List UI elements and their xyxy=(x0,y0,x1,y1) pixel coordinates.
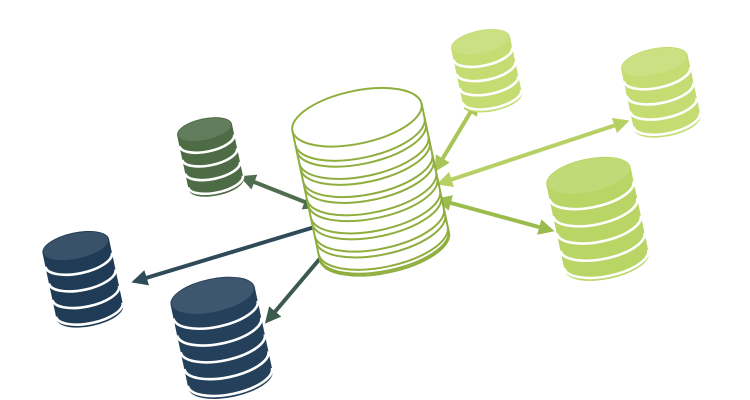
database-icon-db-top-right xyxy=(621,46,702,138)
database-icon-db-right-large xyxy=(546,156,650,281)
database-icon-db-bottom-left xyxy=(170,276,274,399)
connection-arrow-db-right-large xyxy=(435,195,555,235)
database-icon-db-left-navy xyxy=(42,230,124,328)
database-icon-db-top-mid xyxy=(451,29,523,113)
connection-arrow-db-left-green xyxy=(239,174,320,210)
connection-arrow-db-top-right xyxy=(436,117,630,188)
database-icon-db-left-green xyxy=(177,117,245,197)
connection-arrow-db-left-navy xyxy=(131,224,319,286)
central-database-outline-icon xyxy=(291,87,451,277)
connection-arrow-db-top-mid xyxy=(434,98,479,173)
